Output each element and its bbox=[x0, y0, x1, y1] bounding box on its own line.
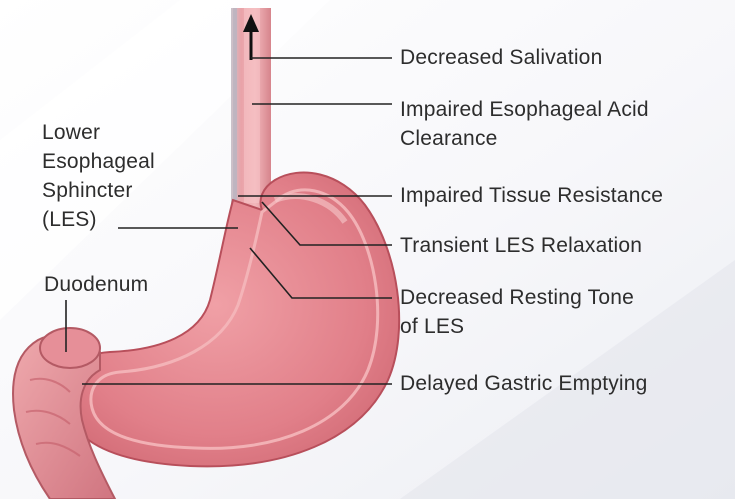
delayed-gastric-emptying-label: Delayed Gastric Emptying bbox=[400, 369, 648, 398]
impaired-acid-clearance-line-2: Clearance bbox=[400, 124, 649, 153]
decreased-resting-tone-line-2: of LES bbox=[400, 312, 634, 341]
les-label-line-3: Sphincter bbox=[42, 176, 155, 205]
duodenum-label: Duodenum bbox=[44, 270, 148, 299]
les-label-line-2: Esophageal bbox=[42, 147, 155, 176]
transient-les-relaxation-label: Transient LES Relaxation bbox=[400, 231, 642, 260]
impaired-tissue-resistance-label: Impaired Tissue Resistance bbox=[400, 181, 663, 210]
les-label-line-1: Lower bbox=[42, 118, 155, 147]
les-label: Lower Esophageal Sphincter (LES) bbox=[42, 118, 155, 234]
decreased-resting-tone-line-1: Decreased Resting Tone bbox=[400, 283, 634, 312]
les-label-line-4: (LES) bbox=[42, 205, 155, 234]
decreased-resting-tone-label: Decreased Resting Tone of LES bbox=[400, 283, 634, 341]
impaired-acid-clearance-label: Impaired Esophageal Acid Clearance bbox=[400, 95, 649, 153]
impaired-acid-clearance-line-1: Impaired Esophageal Acid bbox=[400, 95, 649, 124]
decreased-salivation-label: Decreased Salivation bbox=[400, 43, 602, 72]
